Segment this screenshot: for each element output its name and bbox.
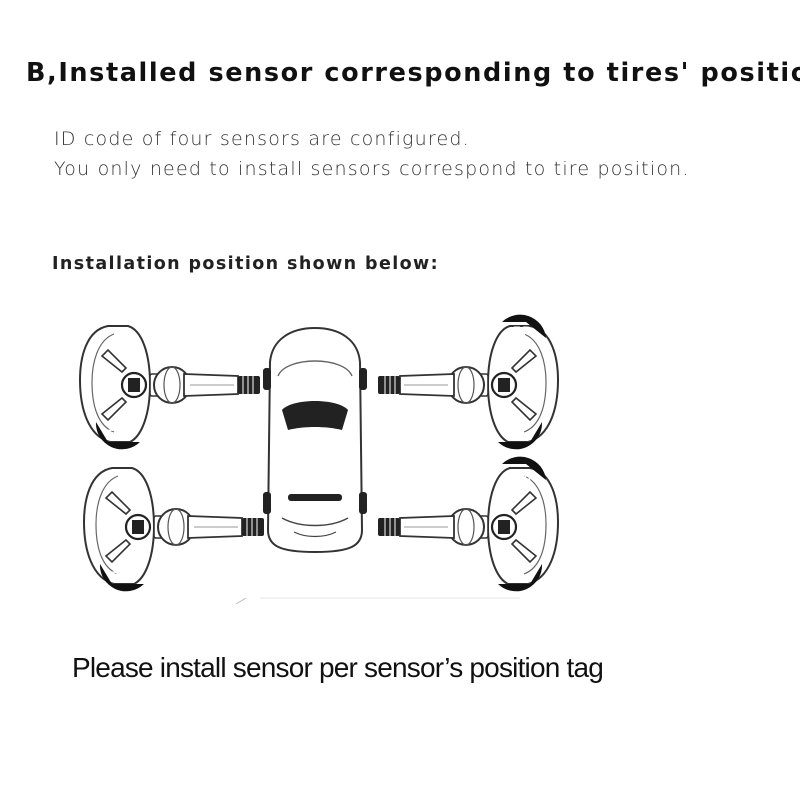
intro-line-1: ID code of four sensors are configured. xyxy=(54,128,470,150)
tag-front-left: F.L xyxy=(108,427,125,441)
sensor-front-left: F.L xyxy=(78,324,262,451)
installation-note: Please install sensor per sensor’s posit… xyxy=(72,652,604,683)
sensor-rear-right xyxy=(376,456,560,593)
car-top-view-icon xyxy=(263,326,367,554)
sensor-rear-left: R.L xyxy=(82,466,266,593)
sensor-front-right xyxy=(376,314,560,451)
page-heading: B,Installed sensor corresponding to tire… xyxy=(26,58,800,88)
tag-rear-left: R.L xyxy=(110,569,129,583)
tag-rear-right: R.R xyxy=(512,472,533,486)
intro-text: ID code of four sensors are configured. … xyxy=(54,124,690,184)
sensor-position-diagram: F.L R.L F.R R.R xyxy=(78,314,560,605)
installation-subheading: Installation position shown below: xyxy=(52,254,440,274)
tag-front-right: F.R xyxy=(513,324,531,338)
intro-line-2: You only need to install sensors corresp… xyxy=(54,158,690,180)
